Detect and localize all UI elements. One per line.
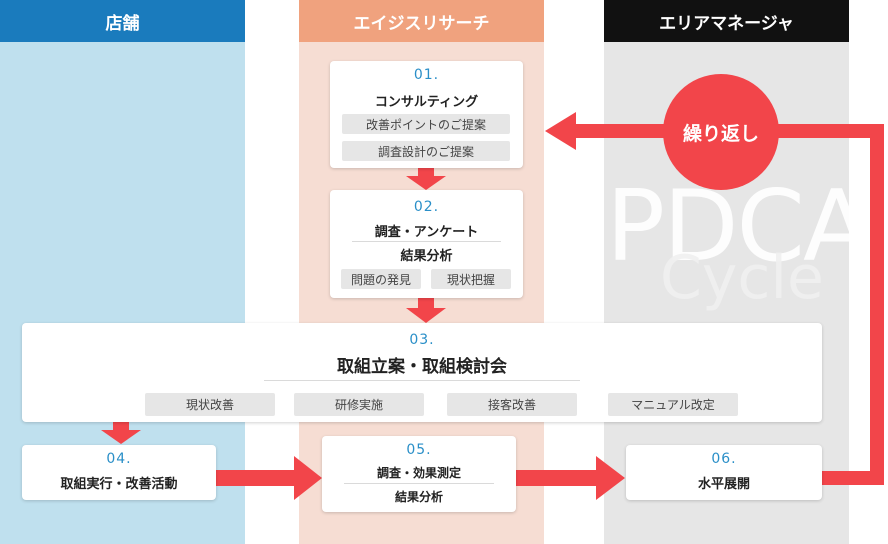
manager-column-title: エリアマネージャ [659,13,794,34]
arrow-01-to-02 [406,176,446,190]
store-column-header: 店舗 [0,0,245,42]
arrow-02-to-03 [406,308,446,323]
step-02-item-1: 問題の発見 [341,269,421,289]
step-02-divider [352,241,501,242]
step-03-divider [264,380,580,381]
step-02-subtitle: 結果分析 [400,249,453,264]
step-02-title: 調査・アンケート [374,225,479,240]
step-01-card: 01. コンサルティング 改善ポイントのご提案 調査設計のご提案 [330,61,523,168]
step-03-item-1: 現状改善 [145,393,275,416]
step-02-number: 02. [413,199,440,215]
step-05-title: 調査・効果測定 [376,466,461,480]
step-01-item-1: 改善ポイントのご提案 [342,114,510,134]
step-01-title: コンサルティング [374,95,479,110]
research-column-title: エイジスリサーチ [353,13,490,34]
step-06-number: 06. [711,451,737,467]
step-03-card: 03. 取組立案・取組検討会 現状改善 研修実施 接客改善 マニュアル改定 [22,323,822,422]
step-03-title: 取組立案・取組検討会 [337,357,507,377]
repeat-label: 繰り返し [682,122,759,145]
step-01-item-2: 調査設計のご提案 [342,141,510,161]
step-06-card: 06. 水平展開 [626,445,822,500]
step-04-card: 04. 取組実行・改善活動 [22,445,216,500]
arrow-05-to-06 [596,456,625,500]
research-column-header: エイジスリサーチ [299,0,544,42]
manager-column-header: エリアマネージャ [604,0,849,42]
step-03-number: 03. [409,332,435,348]
step-05-number: 05. [406,442,432,458]
step-04-title: 取組実行・改善活動 [60,477,178,492]
step-06-title: 水平展開 [697,477,750,492]
store-column-title: 店舗 [105,13,140,34]
arrow-03-to-04 [101,430,141,444]
step-03-item-4: マニュアル改定 [608,393,738,416]
step-02-item-2: 現状把握 [431,269,511,289]
repeat-loop-arrowhead [545,112,576,150]
step-05-divider [344,483,494,484]
step-03-item-2: 研修実施 [294,393,424,416]
step-04-number: 04. [106,451,132,467]
repeat-circle: 繰り返し [663,74,779,190]
step-05-card: 05. 調査・効果測定 結果分析 [322,436,516,512]
step-01-number: 01. [413,67,440,83]
step-05-subtitle: 結果分析 [394,490,443,504]
step-02-card: 02. 調査・アンケート 結果分析 問題の発見 現状把握 [330,190,523,298]
pdca-watermark: PDCA [606,170,870,284]
step-03-item-3: 接客改善 [447,393,577,416]
arrow-04-to-05 [294,456,322,500]
cycle-watermark: Cycle [660,243,824,313]
